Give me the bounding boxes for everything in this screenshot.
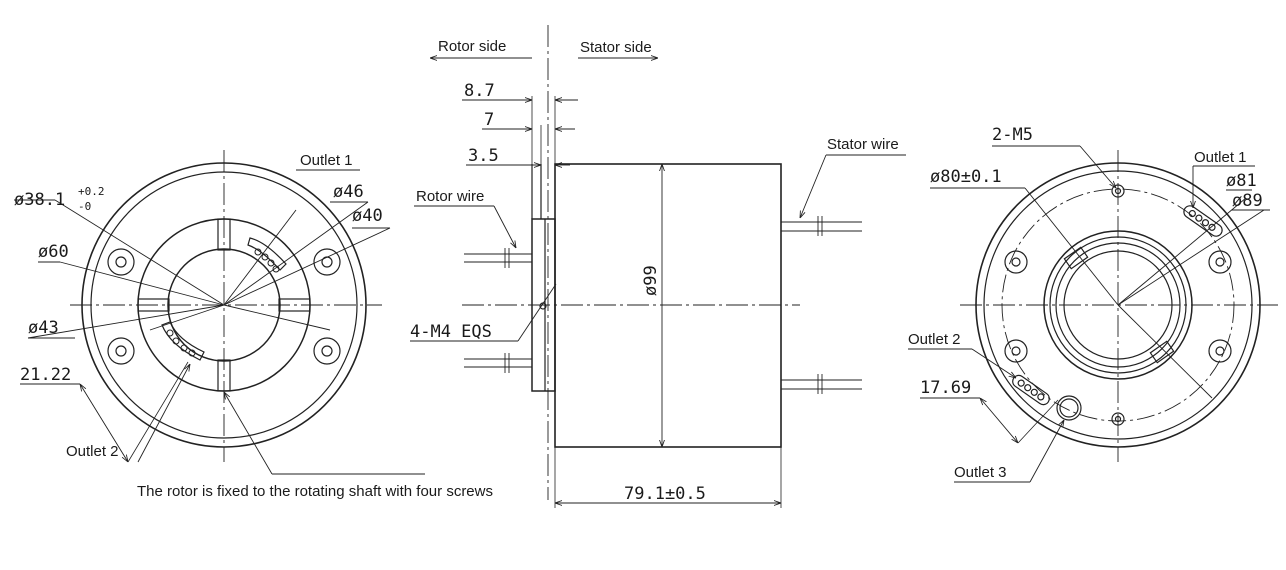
left-dim-d43: ø43 (28, 318, 59, 338)
side-dim-7: 7 (484, 110, 494, 130)
right-outlet-2-slot (1012, 374, 1050, 406)
left-dim-d38-tol-plus: +0.2 (78, 185, 105, 198)
rotor-flange (531, 218, 556, 392)
stator-body (554, 163, 782, 448)
side-dim-d99: ø99 (641, 265, 661, 296)
right-mounting-hole (1208, 339, 1232, 363)
right-dim-d89: ø89 (1232, 191, 1263, 211)
left-front-view (14, 150, 425, 475)
left-outlet-2-label: Outlet 2 (66, 443, 119, 460)
right-rear-view (908, 145, 1278, 483)
side-dim-3-5: 3.5 (468, 146, 499, 166)
right-mounting-hole (1004, 250, 1028, 274)
left-outlet-1-slot (247, 237, 287, 271)
left-dim-d38-tol-minus: -0 (78, 200, 91, 213)
right-outer-circle (975, 162, 1261, 448)
right-dim-2-m5: 2-M5 (992, 125, 1033, 145)
left-outer-circle (81, 162, 367, 448)
right-dim-d81: ø81 (1226, 171, 1257, 191)
right-outlet-3-hole (1056, 395, 1082, 421)
left-dim-21-22: 21.22 (20, 365, 71, 385)
stator-side-label: Stator side (580, 39, 652, 56)
right-outlet-3-label: Outlet 3 (954, 464, 1007, 481)
left-mounting-hole (107, 337, 135, 365)
right-dim-17-69: 17.69 (920, 378, 971, 398)
right-dim-d80: ø80±0.1 (930, 167, 1002, 187)
left-dim-d60: ø60 (38, 242, 69, 262)
right-mounting-hole (1004, 339, 1028, 363)
right-outlet-1-label: Outlet 1 (1194, 149, 1247, 166)
left-mounting-hole (313, 337, 341, 365)
right-mounting-hole (1208, 250, 1232, 274)
side-view (410, 25, 906, 508)
left-dim-d38: ø38.1 (14, 190, 65, 210)
caption-text: The rotor is fixed to the rotating shaft… (137, 483, 493, 500)
side-dim-79-1: 79.1±0.5 (624, 484, 706, 504)
rotor-side-label: Rotor side (438, 38, 506, 55)
left-mounting-hole (107, 248, 135, 276)
rotor-wire-label: Rotor wire (416, 188, 484, 205)
stator-wire-label: Stator wire (827, 136, 899, 153)
side-dim-8-7: 8.7 (464, 81, 495, 101)
left-dim-d46: ø46 (333, 182, 364, 202)
left-outlet-1-label: Outlet 1 (300, 152, 353, 169)
side-dim-4-m4: 4-M4 EQS (410, 322, 492, 342)
right-outlet-1-slot (1183, 205, 1223, 237)
left-dim-d40: ø40 (352, 206, 383, 226)
right-outlet-2-label: Outlet 2 (908, 331, 961, 348)
left-bore-circle (167, 248, 281, 362)
left-outlet-2-slot (161, 321, 205, 361)
